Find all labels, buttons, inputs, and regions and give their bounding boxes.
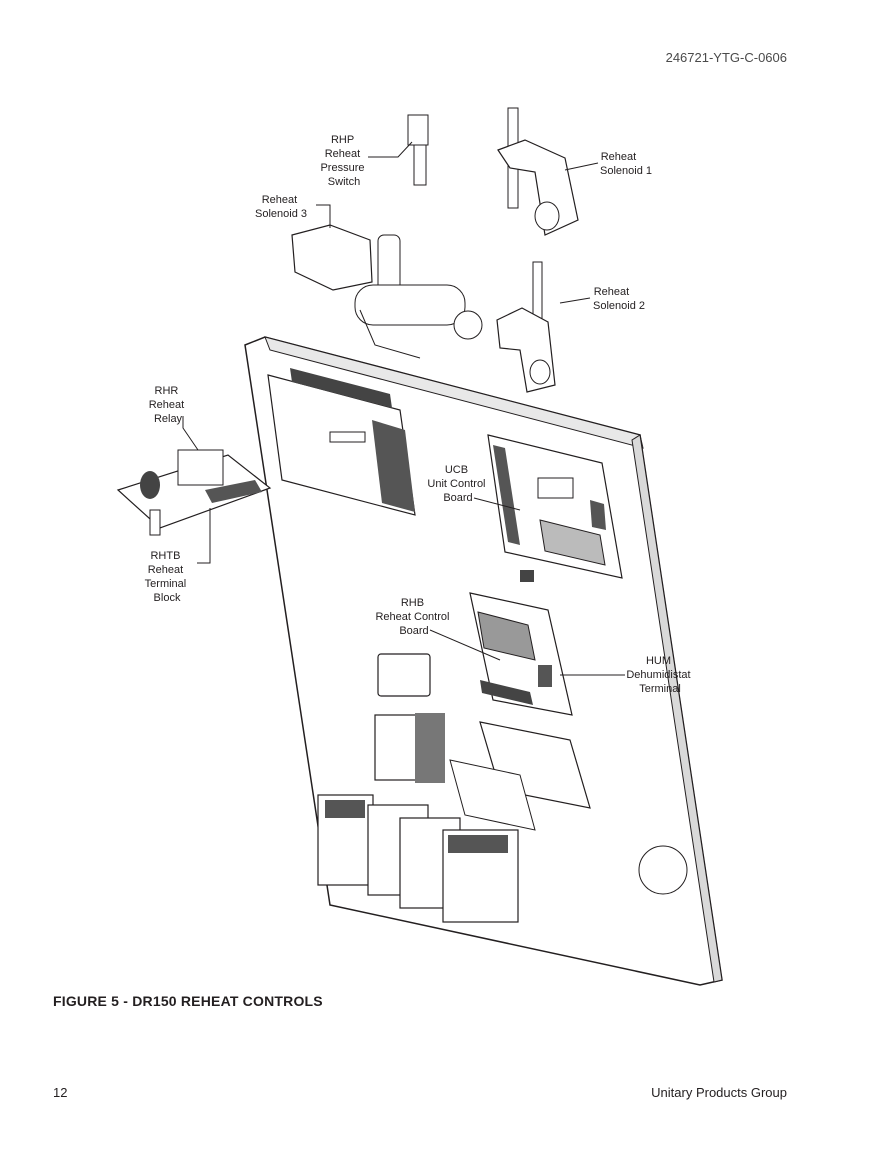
leader-lines (182, 141, 625, 676)
reheat-relay-board (116, 449, 272, 536)
ucb-label: UCB Unit Control Board (427, 464, 488, 504)
rhtb-label: RHTB Reheat Terminal Block (145, 550, 190, 604)
reheat-control-board (469, 570, 573, 716)
hum-label: HUM Dehumidistat Terminal (626, 655, 693, 695)
solenoid-2 (496, 261, 556, 393)
solenoid-1 (497, 107, 579, 236)
transformers-contactors (317, 653, 591, 923)
pressure-switch (407, 114, 429, 186)
rhp-label: RHP Reheat Pressure Switch (320, 134, 367, 188)
solenoid-3-label: Reheat Solenoid 3 (255, 194, 307, 220)
solenoid-3-valve (291, 224, 483, 359)
solenoid-1-label: Reheat Solenoid 1 (600, 151, 652, 177)
figure-caption: FIGURE 5 - DR150 REHEAT CONTROLS (53, 993, 323, 1009)
solenoid-2-label: Reheat Solenoid 2 (593, 286, 645, 312)
control-module (267, 368, 416, 516)
rhb-label: RHB Reheat Control Board (375, 597, 452, 637)
unit-control-board (487, 434, 623, 579)
document-number: 246721-YTG-C-0606 (665, 50, 787, 65)
rhr-label: RHR Reheat Relay (149, 385, 188, 425)
page-number: 12 (53, 1085, 68, 1100)
footer-organization: Unitary Products Group (651, 1085, 787, 1100)
